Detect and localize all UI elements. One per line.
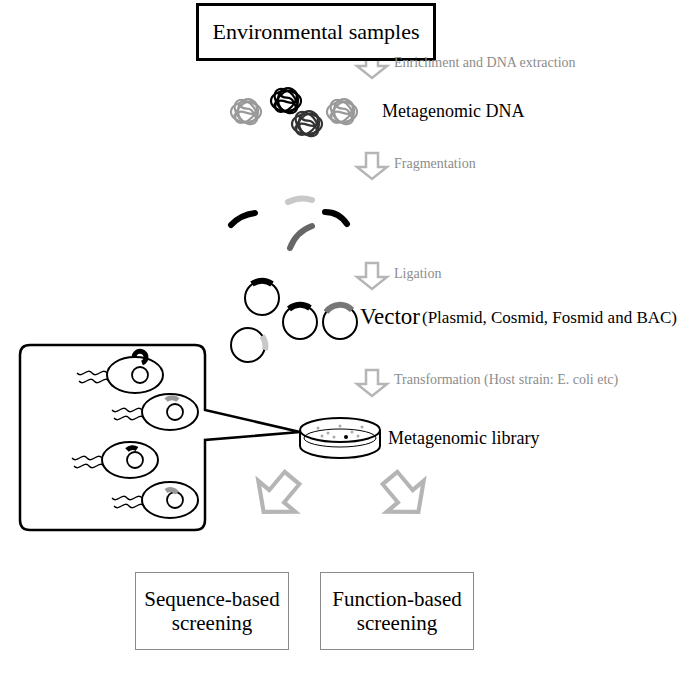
box-text: Sequence-based screening	[144, 587, 280, 635]
stage-label: Metagenomic DNA	[382, 101, 524, 122]
screening-box: Sequence-based screening	[135, 572, 289, 650]
box-text: Function-based screening	[329, 587, 465, 635]
step-label: Enrichment and DNA extraction	[394, 55, 576, 71]
step-label: Fragmentation	[394, 156, 476, 172]
stage-label: Metagenomic library	[388, 428, 539, 449]
step-label: Transformation (Host strain: E. coli etc…	[394, 372, 618, 388]
step-label: Ligation	[394, 266, 441, 282]
source-box: Environmental samples	[196, 3, 436, 61]
stage-note: (Plasmid, Cosmid, Fosmid and BAC)	[422, 308, 677, 328]
screening-box: Function-based screening	[320, 572, 474, 650]
stage-label: Vector	[360, 304, 420, 330]
box-text: Environmental samples	[212, 19, 419, 44]
